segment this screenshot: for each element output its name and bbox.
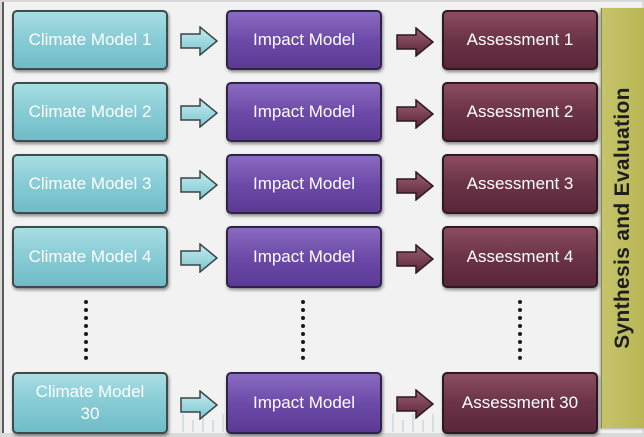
- arrow-right-icon: [180, 170, 218, 200]
- arrow-right-icon: [396, 171, 434, 201]
- arrow-right-icon: [180, 98, 218, 128]
- climate-model-label: Climate Model 3: [28, 174, 152, 193]
- assessment-label: Assessment 3: [466, 174, 574, 193]
- arrow-right-icon: [396, 389, 434, 419]
- assessment-1-box: Assessment 1: [442, 10, 598, 70]
- climate-model-label: Climate Model 2: [28, 102, 152, 121]
- climate-model-label: Climate Model 4: [28, 247, 152, 266]
- climate-model-1-box: Climate Model 1: [12, 10, 168, 70]
- synthesis-label: Synthesis and Evaluation: [611, 87, 634, 349]
- assessment-label: Assessment 1: [466, 30, 574, 49]
- climate-model-30-box: Climate Model 30: [12, 372, 168, 434]
- assessment-3-box: Assessment 3: [442, 154, 598, 214]
- climate-model-label: Climate Model 30: [35, 382, 145, 423]
- assessment-label: Assessment 30: [461, 393, 579, 412]
- arrow-right-icon: [180, 26, 218, 56]
- impact-model-label: Impact Model: [252, 393, 356, 412]
- assessment-label: Assessment 4: [466, 247, 574, 266]
- impact-model-label: Impact Model: [252, 247, 356, 266]
- impact-model-30-box: Impact Model: [226, 372, 382, 434]
- impact-model-label: Impact Model: [252, 174, 356, 193]
- assessment-2-box: Assessment 2: [442, 82, 598, 142]
- impact-model-2-box: Impact Model: [226, 82, 382, 142]
- climate-model-3-box: Climate Model 3: [12, 154, 168, 214]
- ellipsis-dots-assessment: [518, 300, 522, 360]
- impact-model-1-box: Impact Model: [226, 10, 382, 70]
- assessment-4-box: Assessment 4: [442, 226, 598, 288]
- impact-model-3-box: Impact Model: [226, 154, 382, 214]
- arrow-right-icon: [180, 390, 218, 420]
- impact-model-label: Impact Model: [252, 30, 356, 49]
- ellipsis-dots-impact: [301, 300, 305, 360]
- climate-model-4-box: Climate Model 4: [12, 226, 168, 288]
- assessment-30-box: Assessment 30: [442, 372, 598, 434]
- assessment-label: Assessment 2: [466, 102, 574, 121]
- ellipsis-dots-climate: [84, 300, 88, 360]
- arrow-right-icon: [396, 244, 434, 274]
- arrow-right-icon: [396, 27, 434, 57]
- arrow-right-icon: [180, 243, 218, 273]
- synthesis-and-evaluation-bar: Synthesis and Evaluation: [601, 8, 644, 428]
- impact-model-label: Impact Model: [252, 102, 356, 121]
- arrow-right-icon: [396, 99, 434, 129]
- climate-model-2-box: Climate Model 2: [12, 82, 168, 142]
- climate-model-label: Climate Model 1: [28, 30, 152, 49]
- impact-model-4-box: Impact Model: [226, 226, 382, 288]
